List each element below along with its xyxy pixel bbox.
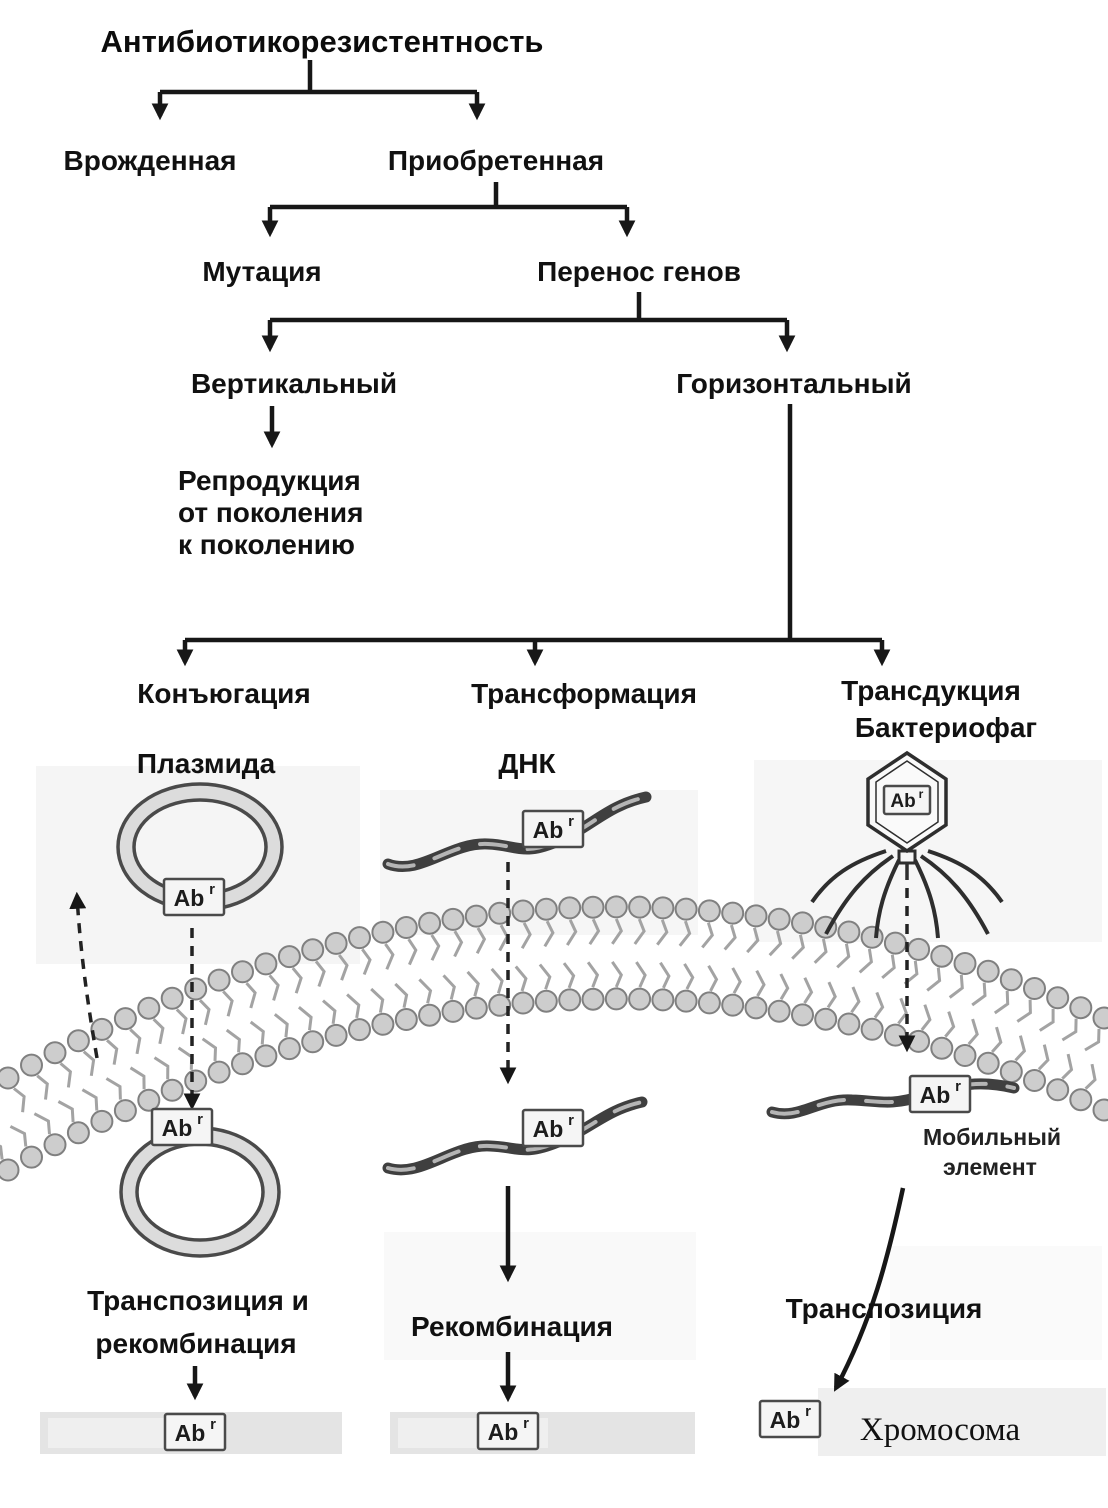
abr-label-mobile-element: Ab r bbox=[908, 1074, 972, 1114]
conjugation-exit-arrow bbox=[69, 891, 99, 1059]
plasmid-graphic-bottom bbox=[119, 1126, 281, 1258]
phage-leg bbox=[824, 854, 895, 935]
abr-label-phage: Ab r bbox=[882, 784, 932, 816]
abr-sup: r bbox=[919, 787, 924, 801]
abr-sup: r bbox=[955, 1078, 961, 1095]
background-panels bbox=[36, 760, 1102, 1360]
abr-box bbox=[908, 1074, 972, 1114]
label-transposition-recombination-line2: рекомбинация bbox=[95, 1328, 296, 1359]
phage-leg bbox=[919, 854, 990, 935]
abr-label-plasmid-top: Ab r bbox=[162, 877, 226, 917]
dna-strand-bottom bbox=[382, 1096, 648, 1176]
label-transposition: Транспозиция bbox=[786, 1293, 983, 1324]
dna-strand-bottom-sheen bbox=[386, 1100, 644, 1172]
node-transformation: Трансформация bbox=[471, 678, 697, 709]
abr-box bbox=[882, 784, 932, 816]
node-innate: Врожденная bbox=[64, 145, 237, 176]
panel-right-lower bbox=[890, 1246, 1102, 1360]
abr-label-chromosome-left: Ab r bbox=[163, 1412, 227, 1452]
abr-label-chromosome-right: Ab r bbox=[758, 1399, 822, 1439]
phage-leg bbox=[927, 849, 1004, 904]
node-reproduction-line3: к поколению bbox=[178, 529, 355, 560]
result-arrows bbox=[186, 1186, 906, 1403]
abr-label-chromosome-middle: Ab r bbox=[476, 1411, 540, 1451]
abr-text: Ab bbox=[533, 1116, 564, 1142]
abr-box bbox=[162, 877, 226, 917]
label-dna: ДНК bbox=[498, 748, 556, 779]
label-recombination: Рекомбинация bbox=[411, 1311, 613, 1342]
abr-text: Ab bbox=[162, 1115, 193, 1141]
abr-label-dna-top: Ab r bbox=[521, 809, 585, 849]
tree-connectors bbox=[151, 60, 891, 667]
phage-leg bbox=[810, 849, 887, 904]
phage-leg bbox=[874, 859, 901, 939]
entry-arrows bbox=[69, 862, 916, 1111]
connector-level2 bbox=[270, 182, 627, 210]
abr-label-plasmid-bottom: Ab r bbox=[150, 1107, 214, 1147]
abr-sup: r bbox=[209, 881, 215, 898]
abr-box bbox=[521, 809, 585, 849]
abr-text: Ab bbox=[488, 1419, 519, 1445]
node-transduction: Трансдукция bbox=[841, 675, 1021, 706]
abr-sup: r bbox=[523, 1415, 529, 1432]
abr-sup: r bbox=[568, 813, 574, 830]
abr-box bbox=[150, 1107, 214, 1147]
abr-box bbox=[521, 1108, 585, 1148]
node-horizontal: Горизонтальный bbox=[676, 368, 911, 399]
node-bacteriophage: Бактериофаг bbox=[855, 712, 1037, 743]
abr-box bbox=[476, 1411, 540, 1451]
node-reproduction-line1: Репродукция bbox=[178, 465, 361, 496]
abr-sup: r bbox=[568, 1112, 574, 1129]
dna-strands bbox=[382, 791, 1020, 1176]
abr-text: Ab bbox=[174, 885, 205, 911]
plasmid-ring-band bbox=[122, 1129, 278, 1255]
abr-text: Ab bbox=[890, 791, 915, 812]
bottom-labels: Мобильный элемент Транспозиция и рекомби… bbox=[87, 1124, 1061, 1448]
node-reproduction-line2: от поколения bbox=[178, 497, 363, 528]
abr-sup: r bbox=[805, 1403, 811, 1420]
label-chromosome: Хромосома bbox=[860, 1412, 1021, 1448]
abr-sup: r bbox=[210, 1416, 216, 1433]
transposition-arrow bbox=[834, 1187, 906, 1392]
plasmid-ring-outer bbox=[119, 1126, 281, 1258]
abr-box bbox=[163, 1412, 227, 1452]
node-gene-transfer: Перенос генов bbox=[537, 256, 741, 287]
mobile-element-strand bbox=[766, 1078, 1020, 1120]
abr-text: Ab bbox=[175, 1420, 206, 1446]
abr-text: Ab bbox=[920, 1082, 951, 1108]
connector-level1 bbox=[160, 60, 477, 95]
label-plasmid: Плазмида bbox=[137, 748, 276, 779]
label-mobile-element-line2: элемент bbox=[943, 1154, 1037, 1180]
connector-level3 bbox=[270, 292, 787, 323]
diagram-title: Антибиотикорезистентность bbox=[101, 24, 544, 59]
tree-labels: Антибиотикорезистентность Врожденная При… bbox=[64, 24, 1038, 779]
label-mobile-element-line1: Мобильный bbox=[923, 1124, 1061, 1150]
cell-membrane bbox=[0, 895, 1108, 1182]
node-mutation: Мутация bbox=[202, 256, 321, 287]
phage-leg bbox=[913, 859, 940, 939]
node-vertical: Вертикальный bbox=[191, 368, 397, 399]
abr-box bbox=[758, 1399, 822, 1439]
abr-text: Ab bbox=[770, 1407, 801, 1433]
abr-text: Ab bbox=[533, 817, 564, 843]
node-conjugation: Конъюгация bbox=[137, 678, 310, 709]
phage-head-inner bbox=[875, 760, 939, 844]
abr-label-dna-bottom: Ab r bbox=[521, 1108, 585, 1148]
plasmid-ring-inner bbox=[135, 1142, 265, 1242]
panel-middle-lower bbox=[384, 1232, 696, 1360]
label-transposition-recombination-line1: Транспозиция и bbox=[87, 1285, 309, 1316]
abr-sup: r bbox=[197, 1111, 203, 1128]
node-acquired: Приобретенная bbox=[388, 145, 604, 176]
chromosome-strip-right bbox=[818, 1388, 1106, 1456]
dna-strand-top-sheen bbox=[386, 795, 648, 869]
